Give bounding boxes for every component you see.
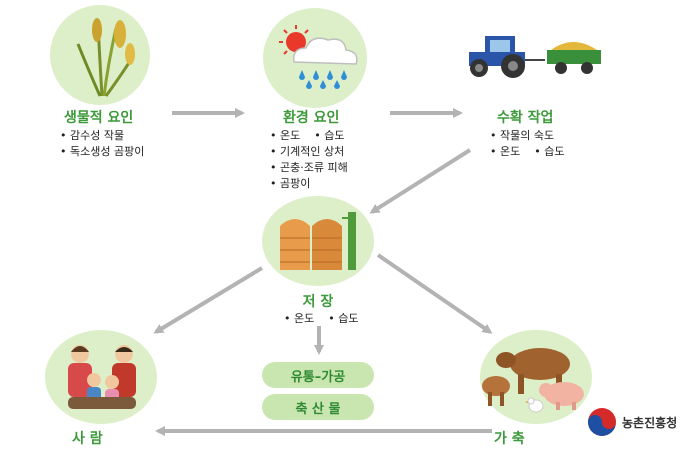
livestock-products-box: 축 산 물: [262, 394, 374, 420]
biological-item: • 감수성 작물: [60, 129, 125, 142]
livestock-icon: [482, 348, 584, 413]
biological-list: • 감수성 작물 • 독소생성 곰팡이: [60, 128, 144, 160]
human-title: 사 람: [72, 431, 103, 447]
arrow-storage-to-human: [153, 266, 264, 334]
storage-title: 저 장: [302, 294, 334, 310]
rice-plant-icon: [76, 18, 135, 97]
environment-item: • 곤충·조류 피해: [270, 161, 348, 174]
storage-list: • 온도• 습도: [284, 311, 373, 327]
arrow-harvest-to-storage: [369, 148, 472, 214]
tractor-icon: [469, 36, 601, 78]
harvest-title: 수확 작업: [497, 110, 554, 126]
harvest-item: • 작물의 숙도: [490, 129, 555, 142]
environment-temp-humidity: • 온도• 습도: [270, 129, 345, 142]
environment-item: • 기계적인 상처: [270, 145, 345, 158]
silo-icon: [280, 212, 356, 270]
harvest-list: • 작물의 숙도 • 온도• 습도: [490, 128, 579, 160]
biological-title: 생물적 요인: [64, 110, 134, 126]
environment-title: 환경 요인: [283, 110, 340, 126]
distribution-box: 유통–가공: [262, 362, 374, 388]
weather-icon: [279, 25, 358, 89]
harvest-temp-humidity: • 온도• 습도: [490, 145, 565, 158]
taegeuk-logo-icon: [588, 408, 616, 436]
rda-logo-text: 농촌진흥청: [622, 416, 678, 430]
storage-temp-humidity: • 온도• 습도: [284, 312, 359, 325]
biological-item: • 독소생성 곰팡이: [60, 145, 145, 158]
family-icon: [68, 345, 136, 409]
environment-list: • 온도• 습도 • 기계적인 상처 • 곤충·조류 피해 • 곰팡이: [270, 128, 359, 192]
environment-item: • 곰팡이: [270, 177, 311, 190]
arrow-storage-to-livestock: [376, 253, 493, 334]
livestock-title: 가 축: [494, 431, 525, 447]
